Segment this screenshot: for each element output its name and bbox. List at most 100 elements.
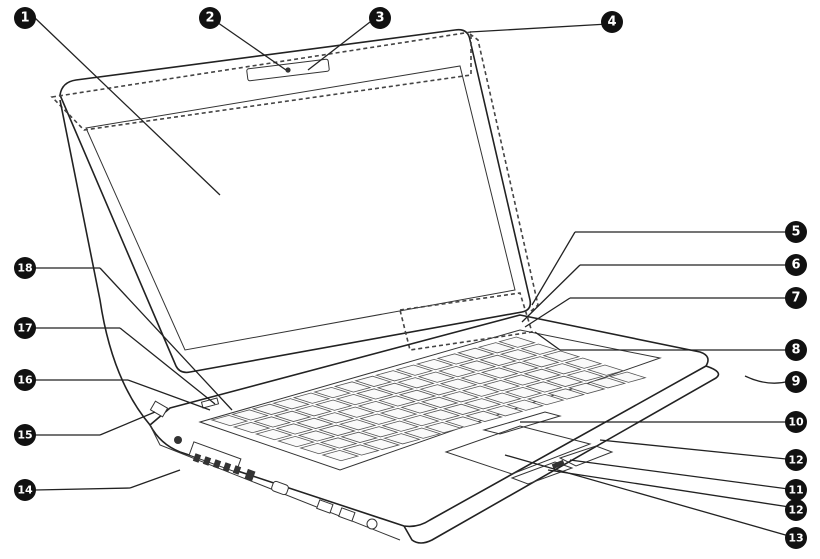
keyboard-key [547, 388, 586, 400]
keyboard-key [499, 349, 538, 361]
keyboard-key [501, 361, 540, 373]
keyboard-key [313, 386, 352, 399]
keyboard-key [360, 426, 399, 438]
power-connector [174, 436, 182, 444]
keyboard-key [272, 398, 311, 410]
keyboard-key [484, 392, 522, 404]
callout-7: 7 [785, 287, 807, 309]
svg-text:9: 9 [791, 375, 800, 390]
keyboard-key [521, 356, 560, 368]
keyboard-key [444, 416, 483, 428]
keyboard-key [314, 399, 353, 411]
base-front-edge [403, 365, 720, 544]
keyboard-key [544, 363, 582, 375]
keyboard-key [422, 409, 461, 421]
keyboard-key [292, 392, 331, 404]
laptop-base [149, 314, 709, 528]
keyboard-key [461, 385, 500, 397]
keyboard-key [210, 414, 249, 427]
keyboard-key [355, 388, 394, 400]
callout-16: 16 [14, 369, 36, 391]
keyboard-key [442, 403, 481, 415]
keyboard-key [523, 368, 562, 380]
svg-text:16: 16 [17, 374, 33, 387]
keyboard-key [395, 364, 434, 376]
keyboard-key [588, 377, 627, 389]
keyboard-key [337, 406, 375, 418]
keyboard-key [438, 365, 476, 378]
leader-lines [34, 17, 797, 539]
keyboard-key [398, 389, 437, 401]
keyboard-key [354, 375, 393, 387]
keyboard-key [417, 371, 456, 383]
keyboard-key [542, 350, 581, 362]
keyboard-key [319, 437, 358, 449]
keyboard-key [357, 400, 396, 413]
keyboard-key [465, 410, 503, 422]
callout-8: 8 [785, 339, 807, 361]
keyboard-key [566, 370, 605, 382]
keyboard-key [520, 343, 559, 355]
svg-text:14: 14 [17, 484, 33, 497]
callouts: 1 2 3 4 5 6 7 8 9 10 12 11 12 13 14 [14, 7, 807, 549]
keyboard-key [564, 357, 603, 369]
pointing-stick-buttons [482, 411, 562, 435]
keyboard-key [374, 370, 413, 382]
svg-text:10: 10 [788, 416, 804, 429]
keyboard-key [362, 438, 401, 450]
left-side-ports [188, 441, 378, 530]
keyboard-key [383, 433, 421, 445]
callout-1: 1 [14, 7, 36, 29]
keyboard-key [295, 417, 334, 429]
keyboard-key [439, 378, 478, 390]
keyboard-key [419, 384, 458, 396]
keyboard-key [504, 386, 543, 399]
callout-3: 3 [369, 7, 391, 29]
keyboard-key [567, 382, 606, 394]
keyboard-key [297, 430, 336, 442]
fingerprint-sensor [551, 459, 565, 470]
keyboard-key [460, 372, 499, 385]
keyboard-key [321, 449, 360, 462]
keyboard-key [251, 403, 290, 415]
keyboard-key [480, 367, 519, 379]
keyboard-key [379, 407, 418, 420]
keyboard-key [463, 398, 502, 410]
keyboard-key [335, 393, 374, 406]
touchpad [444, 425, 592, 475]
callout-6: 6 [785, 254, 807, 276]
keyboard-key [232, 421, 271, 434]
keyboard-key [479, 354, 517, 366]
svg-text:4: 4 [607, 15, 616, 30]
callout-13: 13 [785, 527, 807, 549]
keyboard-key [316, 412, 355, 424]
keyboard-key [458, 360, 497, 372]
keyboard-key [545, 375, 584, 387]
lid-outline [469, 33, 539, 313]
svg-text:5: 5 [791, 225, 800, 240]
front-indicator [149, 400, 169, 418]
svg-text:15: 15 [17, 429, 32, 442]
keyboard-key [403, 427, 442, 439]
callout-10: 10 [785, 411, 807, 433]
callout-14: 14 [14, 479, 36, 501]
display-lid [59, 28, 532, 374]
svg-text:18: 18 [17, 262, 32, 275]
callout-11: 11 [785, 479, 807, 501]
keyboard-key [485, 405, 524, 417]
keyboard-key [273, 410, 312, 422]
keyboard-key [277, 435, 315, 448]
keyboard-key [608, 371, 647, 383]
keyboard-key [401, 414, 440, 427]
svg-text:17: 17 [17, 322, 32, 335]
keyboard-key [525, 381, 563, 393]
svg-text:8: 8 [791, 343, 800, 358]
keyboard-key [397, 377, 435, 389]
svg-text:6: 6 [791, 258, 800, 273]
keyboard-key [341, 444, 380, 456]
callout-12a: 12 [785, 449, 807, 471]
keyboard-key [254, 428, 293, 441]
keyboard-key [333, 381, 372, 393]
keyboard-key [441, 391, 480, 403]
touchpad-left-button [510, 461, 574, 485]
